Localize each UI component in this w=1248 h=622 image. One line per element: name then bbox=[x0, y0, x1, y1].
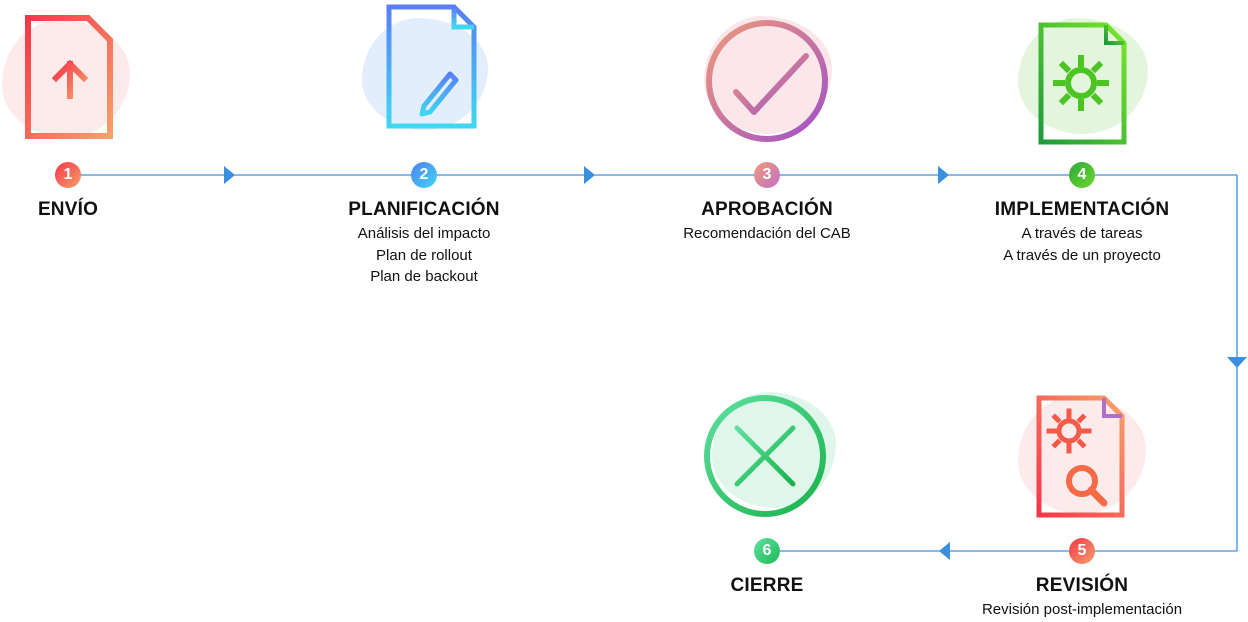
step-detail: Plan de rollout bbox=[376, 246, 472, 264]
step-detail: Recomendación del CAB bbox=[683, 225, 851, 242]
arrow-right-icon bbox=[938, 166, 949, 184]
step-detail: Revisión post-implementación bbox=[981, 601, 1183, 618]
document-edit-icon bbox=[386, 4, 477, 129]
step-details: A través de tareas A través de un proyec… bbox=[1003, 223, 1161, 266]
arrow-right-icon bbox=[584, 166, 595, 184]
document-gear-search-icon bbox=[1036, 395, 1125, 518]
step-number-badge: 5 bbox=[1069, 538, 1095, 564]
step-detail: Análisis del impacto bbox=[357, 225, 491, 242]
check-circle-icon bbox=[706, 20, 828, 142]
step-number-badge: 3 bbox=[754, 162, 780, 188]
arrow-left-icon bbox=[939, 542, 950, 560]
step-number-badge: 2 bbox=[411, 162, 437, 188]
step-detail: A través de tareas bbox=[1021, 225, 1143, 242]
step-title: ENVÍO bbox=[37, 199, 99, 220]
step-details: Recomendación del CAB bbox=[683, 223, 851, 245]
step-number-badge: 1 bbox=[55, 162, 81, 188]
document-upload-icon bbox=[25, 15, 113, 139]
step-title: REVISIÓN bbox=[1035, 575, 1129, 596]
step-detail: A través de un proyecto bbox=[1003, 246, 1161, 264]
document-gear-icon bbox=[1038, 22, 1127, 145]
step-number-badge: 4 bbox=[1069, 162, 1095, 188]
arrow-right-icon bbox=[224, 166, 235, 184]
step-title: PLANIFICACIÓN bbox=[348, 199, 500, 220]
close-circle-icon bbox=[704, 395, 826, 517]
step-details: Análisis del impacto Plan de rollout Pla… bbox=[358, 223, 491, 288]
step-details: Revisión post-implementación bbox=[982, 599, 1182, 621]
step-detail: Plan de backout bbox=[370, 268, 478, 285]
arrow-down-icon bbox=[1227, 357, 1247, 368]
step-title: CIERRE bbox=[730, 575, 804, 596]
step-number-badge: 6 bbox=[754, 538, 780, 564]
step-title: IMPLEMENTACIÓN bbox=[994, 199, 1170, 220]
step-title: APROBACIÓN bbox=[701, 199, 833, 220]
